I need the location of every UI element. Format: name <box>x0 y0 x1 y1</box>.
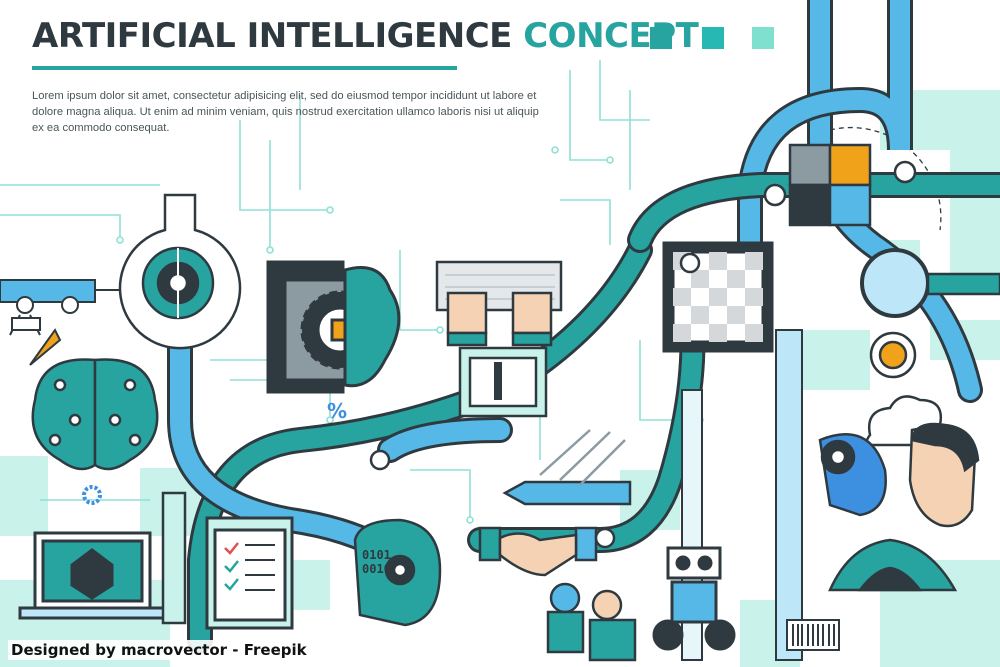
laptop-icon <box>18 531 167 620</box>
pencil-icon <box>502 480 632 506</box>
title-underline <box>32 66 457 70</box>
square-icon-1 <box>650 27 672 49</box>
square-icon-2 <box>702 27 724 49</box>
binary-label: 0101 0010 <box>362 548 391 576</box>
magnifier-icon <box>860 248 1000 318</box>
page-title: ARTIFICIAL INTELLIGENCE CONCEPT <box>32 16 699 56</box>
ruler-icon <box>161 491 187 625</box>
robot-head-icon <box>353 518 442 627</box>
document-icon <box>205 516 294 630</box>
percent-label: % <box>327 399 348 423</box>
pipe-joints <box>369 160 917 549</box>
brain-flask-icon <box>118 193 242 350</box>
title-part-2: CONCEPT <box>523 16 699 56</box>
chess-board-icon <box>662 241 774 353</box>
wrench-chip-icon <box>458 346 548 418</box>
barcode-icon <box>786 619 840 651</box>
robot-face-icon <box>818 433 887 517</box>
puzzle-icon <box>788 143 872 227</box>
trend-arrows-icon <box>539 429 626 486</box>
tree-icon <box>828 538 958 592</box>
gear-head-icon <box>266 260 401 394</box>
circuit-brain-icon <box>31 358 159 471</box>
credit-text: Designed by macrovector - Freepik <box>8 640 310 660</box>
human-face-icon <box>908 422 980 528</box>
hands <box>446 291 553 347</box>
intro-paragraph: Lorem ipsum dolor sit amet, consectetur … <box>32 90 539 134</box>
gear-icon <box>82 485 102 505</box>
title-part-1: ARTIFICIAL INTELLIGENCE <box>32 16 512 56</box>
vertical-tubes <box>681 329 803 661</box>
robot-icon <box>652 546 736 651</box>
lightbulb-icon <box>869 331 917 379</box>
square-icon-3 <box>752 27 774 49</box>
engineer-icon <box>546 582 637 662</box>
handshake-icon <box>478 526 598 577</box>
robot-arm-icon <box>0 279 120 366</box>
circuit-lines <box>0 60 942 520</box>
